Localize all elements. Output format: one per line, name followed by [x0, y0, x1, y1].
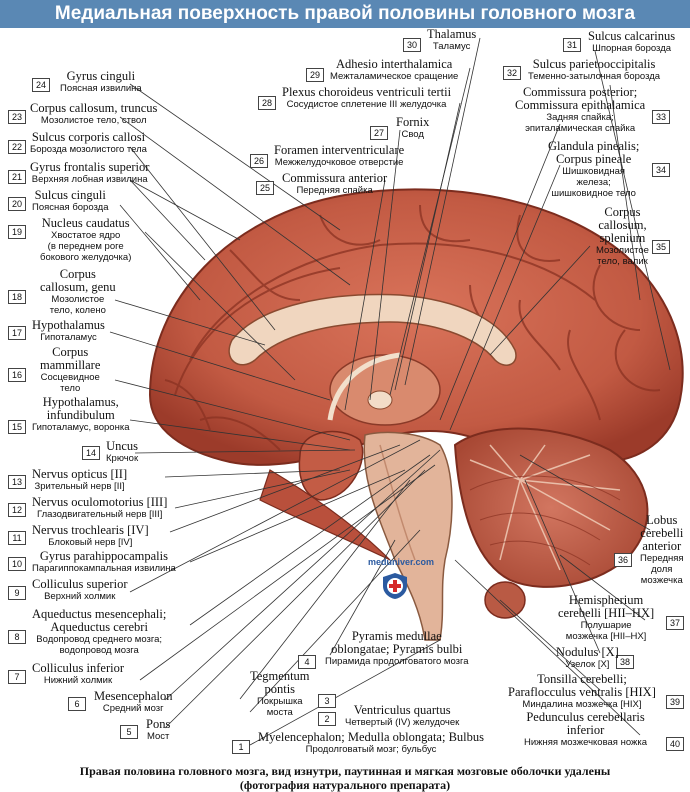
label-number-19: 19	[8, 225, 26, 239]
label-number-4: 4	[298, 655, 316, 669]
label-number-27: 27	[370, 126, 388, 140]
label-gyrus-frontalis-superior: Gyrus frontalis superior Верхняя лобная …	[30, 160, 150, 186]
label-number-35: 35	[652, 240, 670, 254]
label-number-20: 20	[8, 197, 26, 211]
label-lobus-cerebelli-anterior: Lobus cerebelli anterior Передняя доля м…	[640, 513, 684, 587]
label-number-21: 21	[8, 170, 26, 184]
label-number-25: 25	[256, 181, 274, 195]
label-pedunculus-cerebellaris-inferior: Pedunculus cerebellaris inferior Нижняя …	[524, 710, 648, 749]
label-pyramis-medullae: Pyramis medullae oblongatae; Pyramis bul…	[325, 629, 469, 668]
label-sulcus-cinguli: Sulcus cinguli Поясная борозда	[32, 188, 109, 214]
label-uncus: Uncus Крючок	[106, 439, 139, 465]
label-number-36: 36	[614, 553, 632, 567]
label-sulcus-corporis-callosi: Sulcus corporis callosi Борозда мозолист…	[30, 130, 147, 156]
label-aqueductus-mesencephali: Aqueductus mesencephali; Aqueductus cere…	[32, 607, 167, 657]
site-watermark: meduniver.com	[368, 557, 435, 567]
label-hemispherium-cerebelli: Hemispherium cerebelli [HII–HX] Полушари…	[558, 593, 655, 643]
label-number-31: 31	[563, 38, 581, 52]
label-plexus-choroideus: Plexus choroideus ventriculi tertii Сосу…	[282, 85, 452, 111]
header-bar: Медиальная поверхность правой половины г…	[0, 0, 690, 28]
label-number-10: 10	[8, 557, 26, 571]
label-hypothalamus: Hypothalamus Гипоталамус	[32, 318, 105, 344]
label-sulcus-parietooccipitalis: Sulcus parietooccipitalis Теменно-затыло…	[528, 57, 661, 83]
page-title: Медиальная поверхность правой половины г…	[54, 3, 636, 24]
label-nervus-oculomotorius: Nervus oculomotorius [III] Глазодвигател…	[32, 495, 168, 521]
label-ventriculus-quartus: Ventriculus quartus Четвертый (IV) желуд…	[345, 703, 460, 729]
label-tonsilla-cerebelli: Tonsilla cerebelli; Paraflocculus ventra…	[508, 672, 656, 711]
label-number-37: 37	[666, 616, 684, 630]
label-number-29: 29	[306, 68, 324, 82]
thalamus-shape	[329, 354, 441, 426]
caption-line-2: (фотография натурального препарата)	[239, 778, 451, 792]
label-number-32: 32	[503, 66, 521, 80]
label-corpus-callosum-genu: Corpus callosum, genu Мозолистое тело, к…	[40, 267, 116, 317]
cerebrum-shape	[148, 188, 684, 466]
label-nervus-trochlearis: Nervus trochlearis [IV] Блоковый нерв [I…	[32, 523, 149, 549]
label-number-3: 3	[318, 694, 336, 708]
label-gyrus-parahippocampalis: Gyrus parahippocampalis Парагиппокампаль…	[32, 549, 176, 575]
label-adhesio-interthalamica: Adhesio interthalamica Межталамическое с…	[330, 57, 459, 83]
label-number-6: 6	[68, 697, 86, 711]
label-thalamus: Thalamus Таламус	[427, 27, 477, 53]
label-myelencephalon: Myelencephalon; Medulla oblongata; Bulbu…	[258, 730, 484, 756]
label-number-28: 28	[258, 96, 276, 110]
label-number-23: 23	[8, 110, 26, 124]
label-number-2: 2	[318, 712, 336, 726]
label-number-9: 9	[8, 586, 26, 600]
label-corpus-callosum-truncus: Corpus callosum, truncus Мозолистое тело…	[30, 101, 158, 127]
brainstem-shape	[363, 431, 453, 641]
label-mesencephalon: Mesencephalon Средний мозг	[94, 689, 173, 715]
figure-caption: Правая половина головного мозга, вид изн…	[0, 764, 690, 792]
label-commissura-anterior: Commissura anterior Передняя спайка	[282, 171, 388, 197]
label-number-16: 16	[8, 368, 26, 382]
label-colliculus-superior: Colliculus superior Верхний холмик	[32, 577, 128, 603]
label-gyrus-cinguli: Gyrus cinguli Поясная извилина	[60, 69, 142, 95]
label-number-40: 40	[666, 737, 684, 751]
label-number-38: 38	[616, 655, 634, 669]
label-number-18: 18	[8, 290, 26, 304]
label-number-8: 8	[8, 630, 26, 644]
label-colliculus-inferior: Colliculus inferior Нижний холмик	[32, 661, 124, 687]
label-nodulus: Nodulus [X] Узелок [X]	[556, 645, 619, 671]
corpus-callosum-shape	[228, 293, 517, 366]
label-tegmentum-pontis: Tegmentum pontis Покрышка моста	[250, 669, 310, 719]
label-number-7: 7	[8, 670, 26, 684]
label-glandula-pinealis: Glandula pinealis; Corpus pineale Шишков…	[548, 139, 640, 200]
label-number-12: 12	[8, 503, 26, 517]
label-pons: Pons Мост	[146, 717, 171, 743]
label-number-5: 5	[120, 725, 138, 739]
label-number-1: 1	[232, 740, 250, 754]
label-number-15: 15	[8, 420, 26, 434]
label-hypothalamus-infundibulum: Hypothalamus, infundibulum Гипоталамус, …	[32, 395, 130, 434]
label-nervus-opticus: Nervus opticus [II] Зрительный нерв [II]	[32, 467, 128, 493]
label-number-33: 33	[652, 110, 670, 124]
medical-cross-logo	[383, 573, 407, 599]
label-number-22: 22	[8, 140, 26, 154]
label-number-14: 14	[82, 446, 100, 460]
label-sulcus-calcarinus: Sulcus calcarinus Шпорная борозда	[588, 29, 676, 55]
label-number-34: 34	[652, 163, 670, 177]
label-nucleus-caudatus: Nucleus caudatus Хвостатое ядро (в перед…	[40, 216, 132, 264]
label-commissura-posterior: Commissura posterior; Commissura epithal…	[515, 85, 646, 135]
label-fornix: Fornix Свод	[396, 115, 430, 141]
label-number-26: 26	[250, 154, 268, 168]
label-corpus-mammillare: Corpus mammillare Сосцевидное тело	[40, 345, 101, 395]
label-number-30: 30	[403, 38, 421, 52]
label-number-11: 11	[8, 531, 26, 545]
label-foramen-interventriculare: Foramen interventriculare Межжелудочково…	[274, 143, 405, 169]
label-number-13: 13	[8, 475, 26, 489]
caption-line-1: Правая половина головного мозга, вид изн…	[79, 764, 611, 778]
label-number-17: 17	[8, 326, 26, 340]
label-corpus-callosum-splenium: Corpus callosum, splenium Мозолистое тел…	[596, 205, 649, 268]
label-number-39: 39	[666, 695, 684, 709]
label-number-24: 24	[32, 78, 50, 92]
